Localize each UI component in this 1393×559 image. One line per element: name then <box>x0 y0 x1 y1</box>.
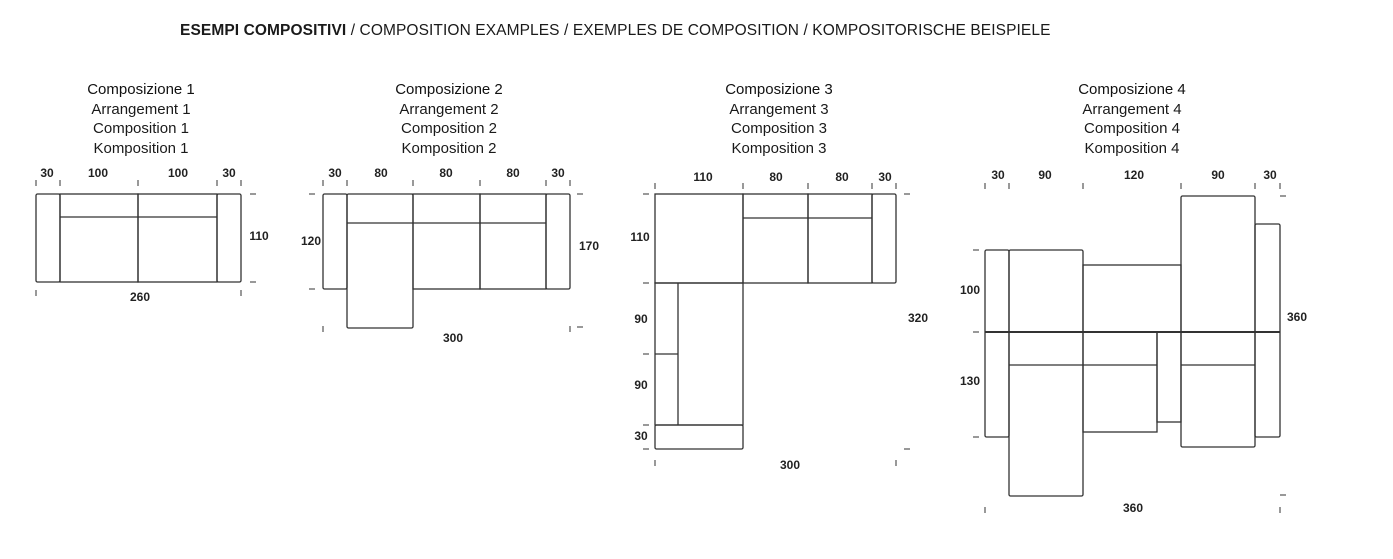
dimension-label: 80 <box>769 170 783 184</box>
chaise-module <box>1008 249 1084 497</box>
dimension-label: 110 <box>249 229 269 243</box>
dimension-label: 130 <box>960 374 980 388</box>
dimension-label: 30 <box>551 166 565 180</box>
seat-module <box>59 193 139 283</box>
dimension-label: 110 <box>693 170 713 184</box>
dimension-label: 30 <box>991 168 1005 182</box>
seat-module <box>479 193 547 290</box>
dimension-label: 170 <box>579 239 599 253</box>
arm-module <box>654 424 744 450</box>
arm-module <box>545 193 571 290</box>
dimension-label: 300 <box>780 458 800 472</box>
dimension-label: 30 <box>328 166 342 180</box>
chaise-module <box>1180 195 1256 448</box>
dimension-label: 320 <box>908 311 928 325</box>
dimension-label: 30 <box>222 166 236 180</box>
dimension-label: 30 <box>878 170 892 184</box>
composition-2-plan: 30 80 80 80 30 120 170 300 <box>301 166 599 345</box>
dimension-ticks <box>643 183 910 466</box>
dimension-label: 100 <box>88 166 108 180</box>
dimension-label: 360 <box>1287 310 1307 324</box>
dimension-label: 120 <box>1124 168 1144 182</box>
arm-module <box>1254 223 1281 438</box>
back-module <box>1082 264 1182 333</box>
dimension-label: 100 <box>960 283 980 297</box>
dimension-ticks <box>973 183 1286 513</box>
dimension-label: 110 <box>630 230 650 244</box>
composition-3-plan: 110 80 80 30 110 90 90 30 320 300 <box>630 170 928 472</box>
dimension-label: 300 <box>443 331 463 345</box>
dimension-ticks <box>35 180 256 296</box>
dimension-label: 90 <box>634 312 648 326</box>
arm-module <box>35 193 61 283</box>
dimension-ticks <box>309 180 583 332</box>
dimension-label: 80 <box>374 166 388 180</box>
dimension-label: 30 <box>40 166 54 180</box>
dimension-label: 120 <box>301 234 321 248</box>
dimension-label: 260 <box>130 290 150 304</box>
arm-module <box>871 193 897 284</box>
seat-module <box>807 193 873 284</box>
dimension-label: 90 <box>1211 168 1225 182</box>
arm-module <box>1156 331 1182 423</box>
dimension-label: 80 <box>506 166 520 180</box>
dimension-label: 80 <box>439 166 453 180</box>
corner-module <box>654 193 744 284</box>
seat-module <box>1082 331 1158 433</box>
composition-4-plan: 30 90 120 90 30 100 130 360 360 <box>960 168 1307 515</box>
composition-1-plan: 30 100 100 30 110 260 <box>35 166 269 304</box>
dimension-label: 30 <box>634 429 648 443</box>
arm-module <box>322 193 348 290</box>
seat-module <box>137 193 218 283</box>
arm-module <box>984 249 1010 438</box>
seat-module <box>742 193 809 284</box>
seat-module <box>412 193 481 290</box>
dimension-label: 30 <box>1263 168 1277 182</box>
dimension-label: 100 <box>168 166 188 180</box>
dimension-label: 360 <box>1123 501 1143 515</box>
chaise-module <box>346 193 414 329</box>
dimension-label: 90 <box>634 378 648 392</box>
dimension-label: 80 <box>835 170 849 184</box>
arm-module <box>216 193 242 283</box>
dimension-label: 90 <box>1038 168 1052 182</box>
page-title: ESEMPI COMPOSITIVI / COMPOSITION EXAMPLE… <box>180 22 1051 39</box>
